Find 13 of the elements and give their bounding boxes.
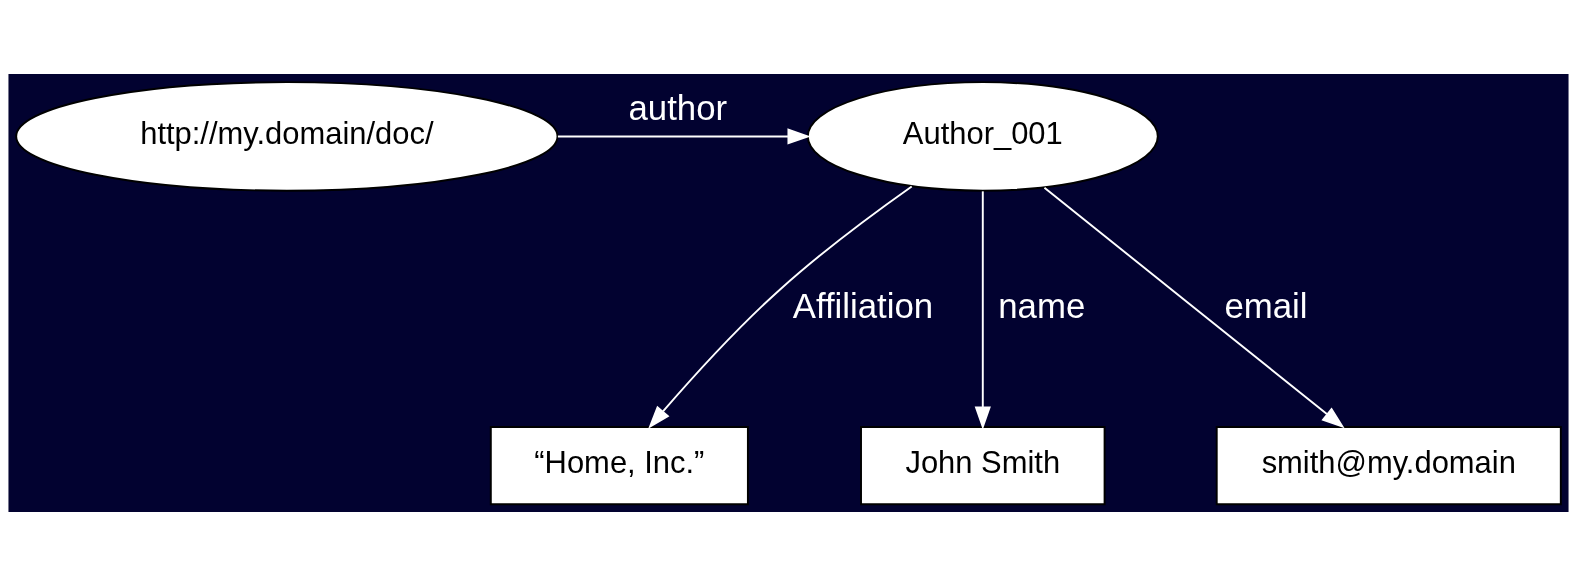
arrow [974,189,991,430]
arrow [648,184,913,429]
arrow [1043,186,1345,428]
edge-label: author [628,88,728,127]
node-ellipse: http://my.domain/doc/ [15,80,559,192]
node-box: John Smith [860,425,1106,505]
node-box: “Home, Inc.” [489,425,749,505]
node-box: smith@my.domain [1215,425,1562,505]
node-ellipse: Author_001 [806,80,1159,192]
edge-label: Affiliation [792,286,934,325]
edge-label: name [998,286,1086,325]
edge-label: email [1224,286,1308,325]
arrow [556,127,811,145]
